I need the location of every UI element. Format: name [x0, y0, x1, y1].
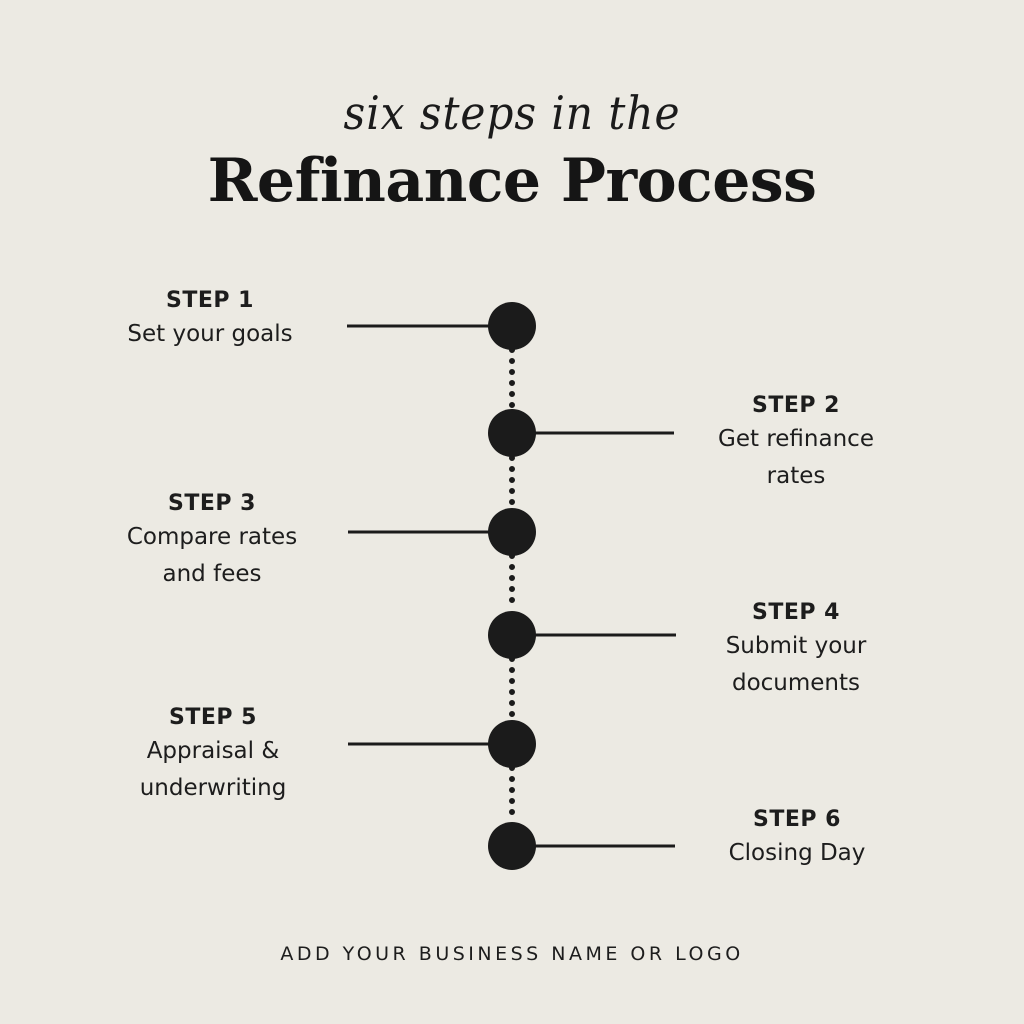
- step-6-label: STEP 6: [753, 807, 841, 832]
- step-2-text: Get refinance rates: [718, 426, 874, 489]
- step-1-text: Set your goals: [127, 321, 293, 347]
- step-5-label: STEP 5: [169, 705, 257, 730]
- step-4-block: STEP 4 Submit your documents: [676, 598, 916, 702]
- step-3-text: Compare rates and fees: [126, 524, 298, 587]
- step-5-node: [488, 720, 536, 768]
- step-6-node: [488, 822, 536, 870]
- step-4-text: Submit your documents: [725, 633, 867, 696]
- step-5-text: Appraisal & underwriting: [139, 738, 287, 801]
- step-3-block: STEP 3 Compare rates and fees: [92, 489, 332, 593]
- step-4-node: [488, 611, 536, 659]
- step-2-label: STEP 2: [752, 393, 840, 418]
- script-subtitle: six steps in the: [343, 86, 681, 140]
- business-name-placeholder: ADD YOUR BUSINESS NAME OR LOGO: [280, 943, 744, 965]
- step-1-node: [488, 302, 536, 350]
- step-3-node: [488, 508, 536, 556]
- step-5-block: STEP 5 Appraisal & underwriting: [93, 703, 333, 807]
- step-6-block: STEP 6 Closing Day: [677, 805, 917, 872]
- step-4-label: STEP 4: [752, 600, 840, 625]
- step-1-label: STEP 1: [166, 288, 254, 313]
- step-6-text: Closing Day: [728, 840, 866, 866]
- step-2-block: STEP 2 Get refinance rates: [676, 391, 916, 495]
- step-1-block: STEP 1 Set your goals: [90, 286, 330, 353]
- step-2-node: [488, 409, 536, 457]
- step-3-label: STEP 3: [168, 491, 256, 516]
- page-title: Refinance Process: [207, 146, 817, 216]
